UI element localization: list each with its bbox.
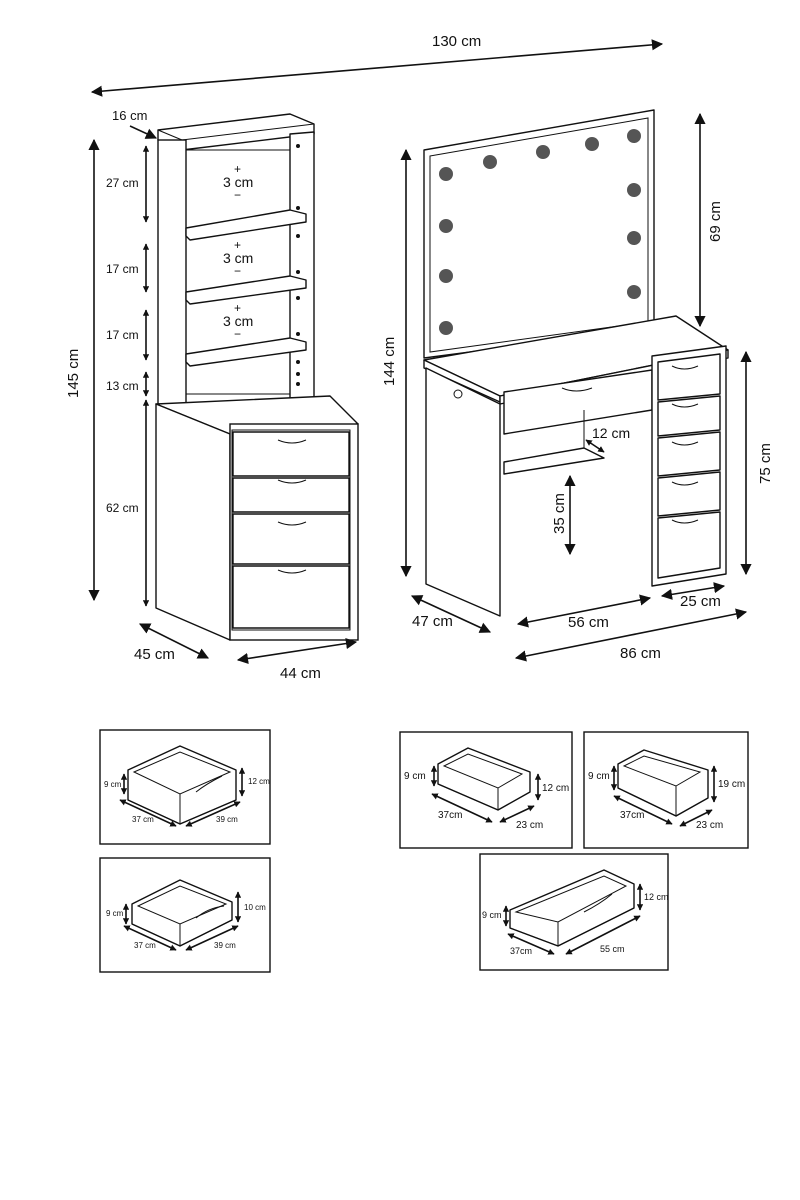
svg-text:12 cm: 12 cm xyxy=(248,777,270,786)
knee-height-label: 35 cm xyxy=(551,493,568,534)
cabinet-height-label: 62 cm xyxy=(106,501,139,515)
svg-text:37 cm: 37 cm xyxy=(134,941,156,950)
desk-width-label: 86 cm xyxy=(620,645,661,662)
drawer-detail-4: 9 cm 19 cm 37cm 23 cm xyxy=(583,731,749,849)
svg-text:23 cm: 23 cm xyxy=(516,820,543,831)
svg-text:9 cm: 9 cm xyxy=(104,780,122,789)
svg-text:23 cm: 23 cm xyxy=(696,820,723,831)
shelf-gap-3-label: 17 cm xyxy=(106,328,139,342)
svg-text:55 cm: 55 cm xyxy=(600,944,625,954)
overall-width-dimension: 130 cm xyxy=(90,33,664,97)
adjust-plus-3: + xyxy=(234,301,241,315)
svg-text:10 cm: 10 cm xyxy=(244,903,266,912)
mirror-height-label: 69 cm xyxy=(707,201,724,242)
desk-dimensions: 144 cm 69 cm 75 cm 12 cm 35 cm 47 cm 56 … xyxy=(381,112,774,662)
tower-top-depth-label: 16 cm xyxy=(112,108,147,123)
svg-text:37cm: 37cm xyxy=(510,946,532,956)
adjust-minus-1: − xyxy=(234,188,241,202)
desk-height-label: 144 cm xyxy=(381,337,398,386)
adjust-plus-2: + xyxy=(234,238,241,252)
svg-text:9 cm: 9 cm xyxy=(482,910,502,920)
drawer-detail-5: 9 cm 12 cm 37cm 55 cm xyxy=(479,853,669,971)
shelf-gap-2-label: 17 cm xyxy=(106,262,139,276)
drawer-detail-3: 9 cm 12 cm 37cm 23 cm xyxy=(399,731,573,849)
adjust-label-1: 3 cm xyxy=(223,174,253,190)
overall-width-label: 130 cm xyxy=(432,33,481,50)
svg-text:9 cm: 9 cm xyxy=(588,771,610,782)
svg-text:39 cm: 39 cm xyxy=(216,815,238,824)
adjust-minus-3: − xyxy=(234,327,241,341)
tower-dimensions: 16 cm 145 cm 27 cm 17 cm 17 cm 13 cm 62 … xyxy=(65,108,358,682)
tower-width-label: 44 cm xyxy=(280,665,321,682)
mirror-bulbs xyxy=(439,129,641,335)
shelf-gap-1-label: 27 cm xyxy=(106,176,139,190)
svg-text:12 cm: 12 cm xyxy=(644,892,669,902)
drawer-detail-2: 9 cm 10 cm 37 cm 39 cm xyxy=(99,857,271,973)
adjust-label-3: 3 cm xyxy=(223,313,253,329)
tower-cabinet xyxy=(155,113,359,641)
adjust-plus-1: + xyxy=(234,162,241,176)
svg-text:9 cm: 9 cm xyxy=(106,909,124,918)
svg-text:9 cm: 9 cm xyxy=(404,771,426,782)
drawer-detail-1: 9 cm 12 cm 37 cm 39 cm xyxy=(99,729,271,845)
svg-text:37cm: 37cm xyxy=(438,810,462,821)
drawer-width-label: 25 cm xyxy=(680,593,721,610)
svg-text:12 cm: 12 cm xyxy=(542,783,569,794)
table-height-label: 75 cm xyxy=(757,443,774,484)
svg-text:39 cm: 39 cm xyxy=(214,941,236,950)
svg-text:19 cm: 19 cm xyxy=(718,779,745,790)
svg-text:37 cm: 37 cm xyxy=(132,815,154,824)
knee-width-label: 56 cm xyxy=(568,614,609,631)
adjust-label-2: 3 cm xyxy=(223,250,253,266)
shelf-depth-label: 12 cm xyxy=(592,425,630,441)
tower-depth-label: 45 cm xyxy=(134,646,175,663)
svg-text:37cm: 37cm xyxy=(620,810,644,821)
adjust-minus-2: − xyxy=(234,264,241,278)
vanity-desk xyxy=(423,109,729,617)
shelf-gap-4-label: 13 cm xyxy=(106,379,139,393)
desk-depth-label: 47 cm xyxy=(412,613,453,630)
tower-height-label: 145 cm xyxy=(65,349,82,398)
